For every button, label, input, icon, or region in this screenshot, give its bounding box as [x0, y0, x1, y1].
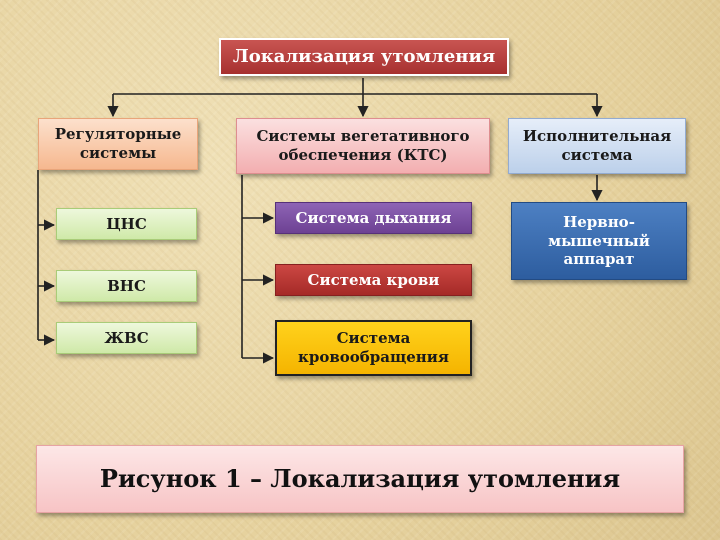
vegetative-systems-box: Системы вегетативного обеспечения (КТС) — [236, 118, 490, 174]
ans-box: ВНС — [56, 270, 197, 302]
regulatory-systems-box: Регуляторные системы — [38, 118, 198, 170]
respiratory-system-box: Система дыхания — [275, 202, 472, 234]
blood-system-box: Система крови — [275, 264, 472, 296]
neuromuscular-apparatus-box: Нервно-мышечный аппарат — [511, 202, 687, 280]
figure-caption: Рисунок 1 – Локализация утомления — [36, 445, 684, 513]
glands-box: ЖВС — [56, 322, 197, 354]
circulatory-system-box: Система кровообращения — [275, 320, 472, 376]
cns-box: ЦНС — [56, 208, 197, 240]
executive-system-box: Исполнительная система — [508, 118, 686, 174]
diagram-title: Локализация утомления — [219, 38, 509, 76]
